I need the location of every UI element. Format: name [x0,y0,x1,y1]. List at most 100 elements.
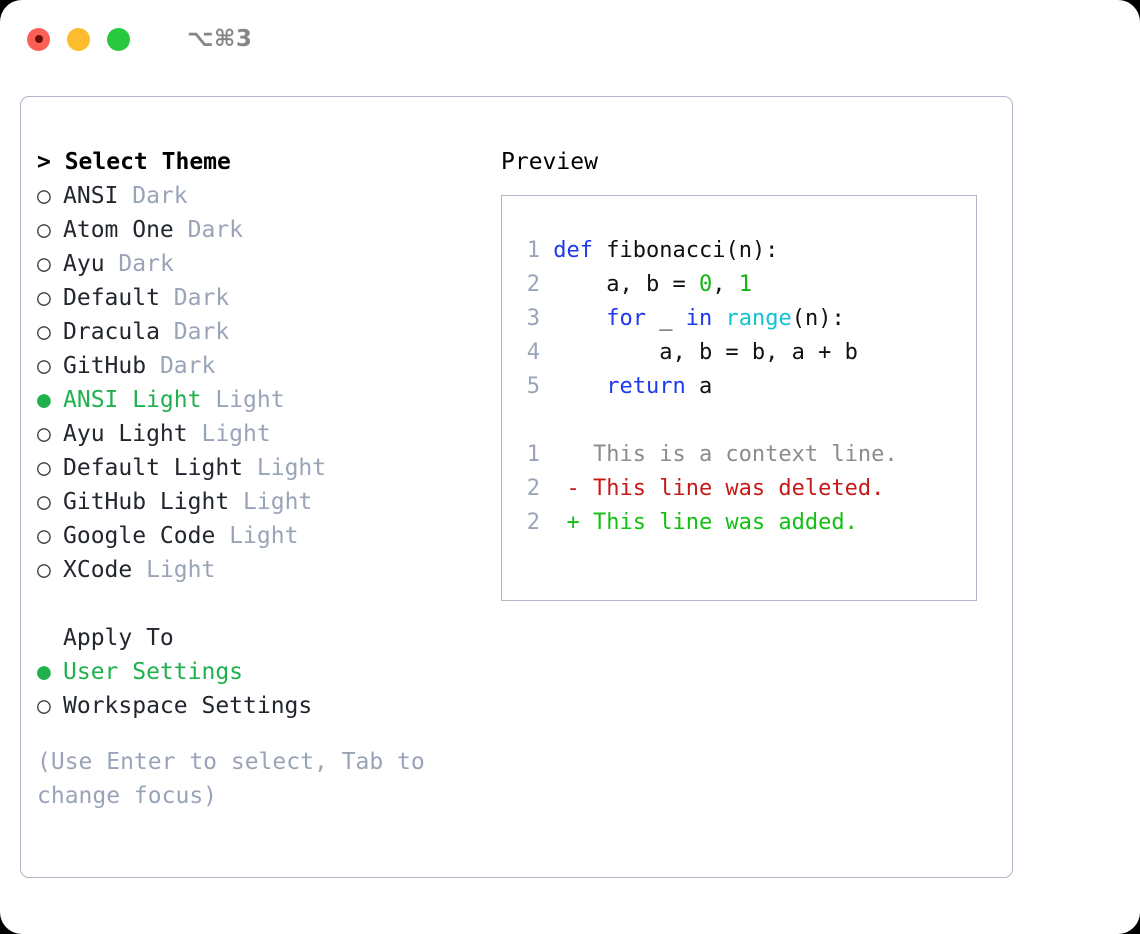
code-token-txt [553,306,606,331]
theme-selector-pane: > Select Theme ○ANSI Dark○Atom One Dark○… [37,145,477,813]
theme-variant-badge: Dark [173,319,230,345]
gap [105,247,119,281]
theme-variant-badge: Dark [159,353,216,379]
gap [243,451,257,485]
radio-unselected-icon: ○ [37,319,51,345]
gap [215,519,229,553]
code-token-txt: fibonacci(n): [593,238,779,263]
theme-name: GitHub [63,353,147,379]
theme-option-ayu-light[interactable]: ○Ayu Light Light [37,417,477,451]
radio-selected-icon: ● [37,659,51,685]
theme-option-ansi[interactable]: ○ ANSI Dark [37,179,477,213]
minimize-button[interactable] [67,27,90,51]
apply-to-option-user-settings[interactable]: ● User Settings [37,655,477,689]
code-token-txt: , [712,272,739,297]
apply-to-marker-spacer: ○ [37,621,63,655]
code-token-call: range [725,306,792,331]
code-token-kw: def [553,238,593,263]
radio-unselected-icon: ○ [37,353,51,379]
theme-option-xcode[interactable]: ○ XCode Light [37,553,477,587]
gap [229,485,243,519]
main-frame: > Select Theme ○ANSI Dark○Atom One Dark○… [20,96,1013,878]
code-token-kw: return [606,374,686,399]
radio-unselected-icon: ○ [37,217,51,243]
radio-unselected-icon: ○ [37,693,51,719]
apply-to-name: Workspace Settings [63,693,313,719]
theme-option-default[interactable]: ○Default Dark [37,281,477,315]
radio-unselected-icon: ○ [37,421,51,447]
gutter-gap [540,510,553,535]
theme-option-dracula[interactable]: ○ Dracula Dark [37,315,477,349]
theme-variant-badge: Dark [118,251,174,277]
code-token-txt [712,306,725,331]
theme-option-default-light[interactable]: ○Default Light Light [37,451,477,485]
window-controls [27,27,130,51]
theme-name: Default Light [63,455,244,481]
code-token-txt: a, b = b, a + b [553,340,858,365]
code-line: 2 - This line was deleted. [518,472,976,506]
window-titlebar: ⌥⌘3 [0,0,1140,78]
theme-name: GitHub Light [63,489,230,515]
list-spacer [37,587,477,621]
code-line: 2 + This line was added. [518,506,976,540]
code-diff-gap [518,404,976,438]
radio-unselected-icon: ○ [37,489,51,515]
close-button[interactable] [27,27,50,51]
gutter-gap [540,374,553,399]
theme-option-ansi-light[interactable]: ●ANSI Light Light [37,383,477,417]
radio-unselected-icon: ○ [37,557,51,583]
code-line: 3 for _ in range(n): [518,302,976,336]
keyboard-shortcut-label: ⌥⌘3 [187,26,253,52]
theme-variant-badge: Dark [187,217,244,243]
code-line: 1 This is a context line. [518,438,976,472]
theme-variant-badge: Light [229,523,299,549]
code-line: 1 def fibonacci(n): [518,234,976,268]
keyboard-hint: (Use Enter to select, Tab to change focu… [37,749,439,809]
theme-name: Ayu Light [63,421,188,447]
radio-unselected-icon: ○ [37,523,51,549]
line-number: 2 [526,510,540,535]
gutter-gap [540,238,553,263]
theme-name: XCode [63,557,133,583]
radio-unselected-icon: ○ [37,183,51,209]
gutter-gap [540,442,553,467]
theme-option-github[interactable]: ○ GitHub Dark [37,349,477,383]
gutter-gap [540,306,553,331]
theme-option-github-light[interactable]: ○ GitHub Light Light [37,485,477,519]
gap [201,383,215,417]
line-number: 1 [526,238,540,263]
code-token-txt [553,374,606,399]
code-token-add: + This line was added. [553,510,858,535]
code-token-ctx: This is a context line. [553,442,898,467]
diff-block: 1 This is a context line.2 - This line w… [518,438,976,540]
theme-variant-badge: Light [146,557,216,583]
theme-name: ANSI [63,183,119,209]
preview-heading: Preview [501,149,598,175]
code-token-txt: _ [645,306,686,331]
theme-list: ○ANSI Dark○Atom One Dark○Ayu Dark○Defaul… [37,179,477,587]
theme-variant-badge: Light [215,387,285,413]
zoom-button[interactable] [107,27,130,51]
line-number: 3 [526,306,540,331]
code-token-txt: (n): [791,306,845,331]
apply-to-option-workspace-settings[interactable]: ○ Workspace Settings [37,689,477,723]
apply-to-name: User Settings [63,659,244,685]
code-line: 5 return a [518,370,976,404]
gutter-gap [540,476,553,501]
radio-selected-icon: ● [37,387,51,413]
theme-option-atom-one[interactable]: ○Atom One Dark [37,213,477,247]
gap [160,281,174,315]
line-number: 4 [526,340,540,365]
theme-variant-badge: Dark [132,183,188,209]
code-token-kw: for [606,306,646,331]
code-token-txt: a [685,374,713,399]
theme-option-google-code[interactable]: ○Google Code Light [37,519,477,553]
preview-pane: Preview 1 def fibonacci(n):2 a, b = 0, 1… [501,145,996,601]
apply-to-label: Apply To [63,625,174,651]
theme-option-ayu[interactable]: ○Ayu Dark [37,247,477,281]
theme-name: Dracula [63,319,160,345]
theme-variant-badge: Light [243,489,313,515]
gap [188,417,202,451]
code-line: 2 a, b = 0, 1 [518,268,976,302]
radio-unselected-icon: ○ [37,455,51,481]
